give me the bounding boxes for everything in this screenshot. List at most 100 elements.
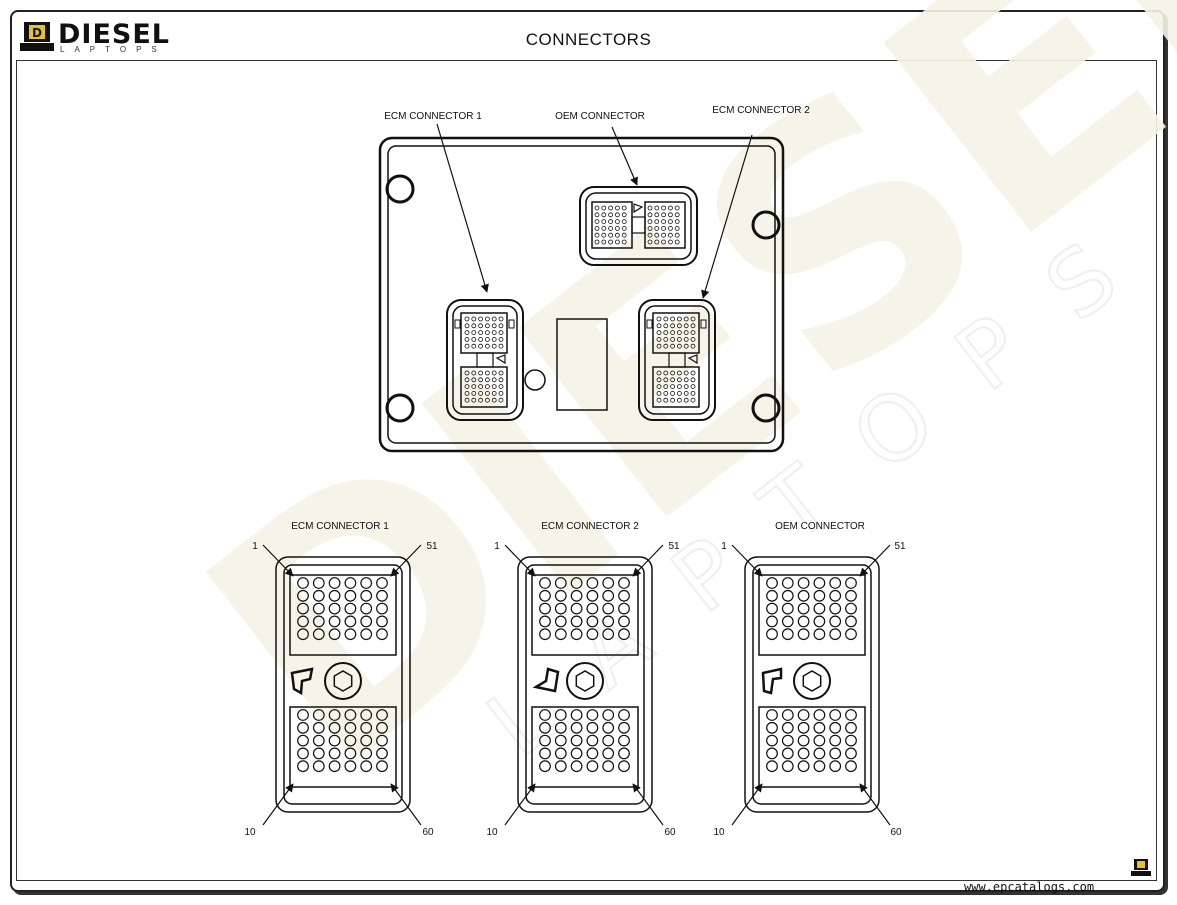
pin-socket xyxy=(464,370,470,376)
pin-socket xyxy=(674,232,680,238)
pin-number: 1 xyxy=(494,541,500,552)
pin-socket xyxy=(478,377,484,383)
pin-socket xyxy=(797,615,810,628)
pin-socket xyxy=(668,232,673,238)
connector-latch xyxy=(476,352,494,368)
pin-socket xyxy=(554,628,567,641)
pin-socket xyxy=(498,343,504,349)
pin-socket xyxy=(766,721,778,734)
pin-socket xyxy=(661,239,666,245)
pin-socket xyxy=(621,219,627,225)
pin-socket xyxy=(498,370,504,376)
pin-socket xyxy=(690,316,696,322)
pin-socket xyxy=(602,615,615,628)
pin-socket xyxy=(491,316,497,322)
pin-socket xyxy=(690,390,696,396)
pin-socket xyxy=(570,734,583,747)
mounting-hole xyxy=(385,174,415,204)
pin-socket xyxy=(594,225,600,231)
pin-socket xyxy=(766,760,778,773)
pin-socket xyxy=(656,316,662,322)
pin-socket xyxy=(602,589,615,602)
pin-socket xyxy=(478,397,484,403)
pin-socket xyxy=(471,343,477,349)
pin-socket xyxy=(484,370,490,376)
pin-socket xyxy=(312,628,325,641)
pin-socket xyxy=(360,734,373,747)
pin-socket xyxy=(601,219,607,225)
connector-shell-inner xyxy=(452,305,518,415)
pin-socket xyxy=(766,577,778,589)
pin-socket xyxy=(376,747,388,760)
pin-socket xyxy=(376,602,388,615)
pin-socket xyxy=(674,225,680,231)
pin-socket xyxy=(478,323,484,329)
pin-socket xyxy=(668,212,673,218)
pin-socket xyxy=(360,589,373,602)
pin-socket xyxy=(670,336,675,342)
pin-socket xyxy=(570,721,583,734)
pin-socket xyxy=(328,734,341,747)
bolt-hex-icon xyxy=(575,670,595,692)
pin-socket xyxy=(539,615,551,628)
pin-socket xyxy=(344,734,357,747)
pin-socket xyxy=(484,397,490,403)
pin-number: 10 xyxy=(244,827,256,838)
pin-socket xyxy=(602,721,615,734)
pin-socket xyxy=(797,734,810,747)
pin-socket xyxy=(312,602,325,615)
pin-socket xyxy=(668,225,673,231)
pin-arrow xyxy=(731,544,763,577)
pin-socket xyxy=(618,747,630,760)
pin-socket xyxy=(539,734,551,747)
pin-socket xyxy=(608,205,613,211)
pin-socket xyxy=(656,390,662,396)
leader-line xyxy=(436,123,489,293)
pin-socket xyxy=(829,577,842,589)
pin-socket xyxy=(845,760,857,773)
pin-socket xyxy=(601,225,607,231)
pin-socket xyxy=(344,589,357,602)
pin-socket xyxy=(621,205,627,211)
pin-socket xyxy=(297,602,309,615)
pin-socket xyxy=(471,316,477,322)
pin-socket xyxy=(344,760,357,773)
pin-socket xyxy=(670,384,675,390)
pin-arrow xyxy=(859,544,891,577)
pin-socket xyxy=(656,330,662,336)
pin-socket xyxy=(376,615,388,628)
pin-socket xyxy=(656,370,662,376)
connector-inner-shell xyxy=(752,564,872,805)
pin-socket xyxy=(690,377,696,383)
pin-socket xyxy=(312,734,325,747)
pin-socket xyxy=(471,397,477,403)
pin-socket xyxy=(570,747,583,760)
pin-block xyxy=(289,574,397,656)
label-ecm-connector-1: ECM CONNECTOR 1 xyxy=(384,111,482,122)
connector-shell xyxy=(579,186,698,266)
pin-socket xyxy=(554,734,567,747)
footer-url: www.epcatalogs.com xyxy=(964,880,1095,894)
pin-arrow xyxy=(262,544,294,577)
pin-socket xyxy=(656,397,662,403)
pin-socket xyxy=(615,205,620,211)
pin-socket xyxy=(797,760,810,773)
pin-socket xyxy=(683,336,689,342)
pin-socket xyxy=(647,212,653,218)
pin-socket xyxy=(570,760,583,773)
module-ecm-connector-2 xyxy=(638,299,716,421)
pin-arrow xyxy=(632,783,664,826)
pin-socket xyxy=(663,390,669,396)
pin-socket xyxy=(677,377,682,383)
pin-socket xyxy=(471,336,477,342)
pin-socket xyxy=(690,384,696,390)
pin-socket xyxy=(376,709,388,721)
pin-socket xyxy=(845,602,857,615)
pin-socket xyxy=(674,212,680,218)
pin-socket xyxy=(618,602,630,615)
pin-socket xyxy=(829,602,842,615)
pin-socket xyxy=(690,370,696,376)
pin-socket xyxy=(670,343,675,349)
pin-socket xyxy=(554,760,567,773)
pin-socket xyxy=(594,239,600,245)
